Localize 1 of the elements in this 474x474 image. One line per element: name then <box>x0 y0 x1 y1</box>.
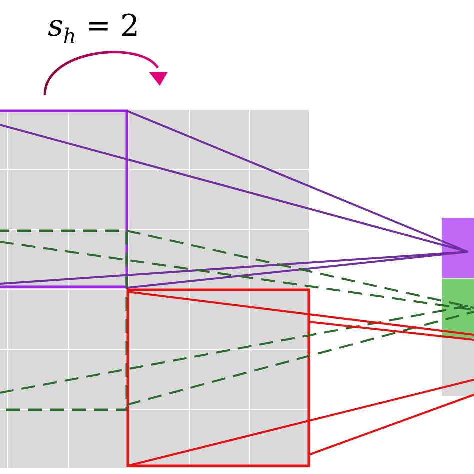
stride-label: s$_{h}$ = 2 <box>48 12 140 46</box>
